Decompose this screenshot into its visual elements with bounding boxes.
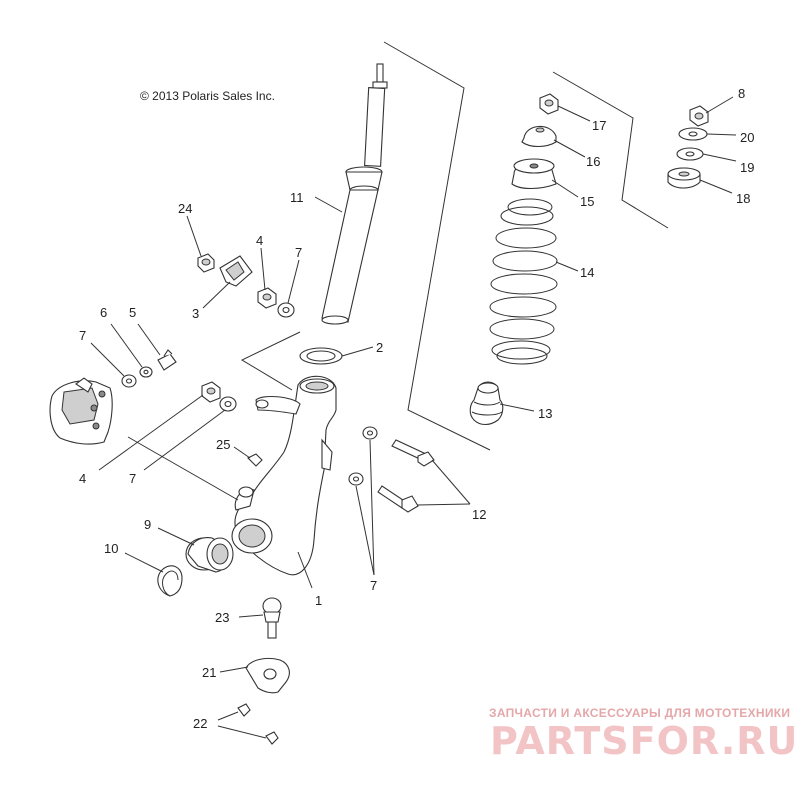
callout-22: 22 (193, 716, 207, 731)
callout-16: 16 (586, 154, 600, 169)
callout-3: 3 (192, 306, 199, 321)
dome-cap-part-16 (521, 125, 557, 148)
snap-ring-part-10 (157, 565, 183, 597)
watermark-brand: PARTSFOR.RU (490, 719, 798, 763)
callout-2: 2 (376, 340, 383, 355)
callout-19: 19 (740, 160, 754, 175)
callout-7-right: 7 (370, 578, 377, 593)
callout-25: 25 (216, 437, 230, 452)
callout-5: 5 (129, 305, 136, 320)
brake-caliper (49, 377, 113, 445)
shock-absorber-part-11 (321, 63, 388, 325)
assembly-bracket-lines (383, 41, 669, 451)
callout-18: 18 (736, 191, 750, 206)
callout-7-mid: 7 (129, 471, 136, 486)
washer-part-6 (139, 366, 153, 378)
nut-part-24 (197, 253, 215, 273)
bump-stop-part-13 (469, 381, 504, 426)
callout-7-upper: 7 (295, 245, 302, 260)
watermark: ЗАПЧАСТИ И АКСЕССУАРЫ ДЛЯ МОТОТЕХНИКИ PA… (489, 706, 798, 763)
callout-4-upper: 4 (256, 233, 263, 248)
watermark-tagline: ЗАПЧАСТИ И АКСЕССУАРЫ ДЛЯ МОТОТЕХНИКИ (489, 706, 790, 720)
callout-14: 14 (580, 265, 594, 280)
callout-23: 23 (215, 610, 229, 625)
callout-6: 6 (100, 305, 107, 320)
nut-part-4-upper (257, 287, 277, 309)
washer-part-7-mid (219, 396, 237, 412)
callout-12: 12 (472, 507, 486, 522)
callout-9: 9 (144, 517, 151, 532)
grease-fitting-part-25 (247, 453, 263, 467)
callout-10: 10 (104, 541, 118, 556)
callout-11: 11 (290, 190, 304, 205)
washers-part-7-right (348, 426, 378, 486)
callout-1: 1 (315, 593, 322, 608)
callout-21: 21 (202, 665, 216, 680)
callout-20: 20 (740, 130, 754, 145)
steering-knuckle-part-1 (231, 375, 337, 576)
bushing-part-18 (667, 167, 701, 189)
copyright-text: © 2013 Polaris Sales Inc. (140, 89, 275, 103)
callout-13: 13 (538, 406, 552, 421)
bolts-part-12 (377, 439, 435, 513)
washer-part-7-left (121, 374, 137, 388)
callout-7-left: 7 (79, 328, 86, 343)
callout-labels: 11 24 4 7 3 2 7 6 5 4 7 25 1 9 10 23 21 … (79, 86, 754, 731)
washer-part-19 (676, 147, 704, 161)
coil-spring-part-14 (489, 198, 558, 365)
nut-part-17 (539, 93, 559, 115)
nut-part-4-lower (201, 381, 221, 403)
plate-part-21 (245, 657, 290, 694)
washer-part-20 (678, 127, 708, 141)
bracket-clip-part-3 (219, 255, 253, 287)
callout-15: 15 (580, 194, 594, 209)
callout-24: 24 (178, 201, 192, 216)
callout-8: 8 (738, 86, 745, 101)
callout-4-lower: 4 (79, 471, 86, 486)
washer-part-7-upper (277, 302, 295, 318)
screws-part-22 (237, 703, 279, 745)
fitting-part-5 (157, 349, 177, 371)
spring-seat-part-15 (511, 158, 557, 190)
nut-part-8 (689, 105, 709, 127)
ball-joint-part-23 (262, 597, 282, 639)
bearing-part-9 (185, 537, 234, 573)
leader-lines (90, 96, 737, 739)
callout-17: 17 (592, 118, 606, 133)
seal-ring-part-2 (299, 347, 343, 365)
